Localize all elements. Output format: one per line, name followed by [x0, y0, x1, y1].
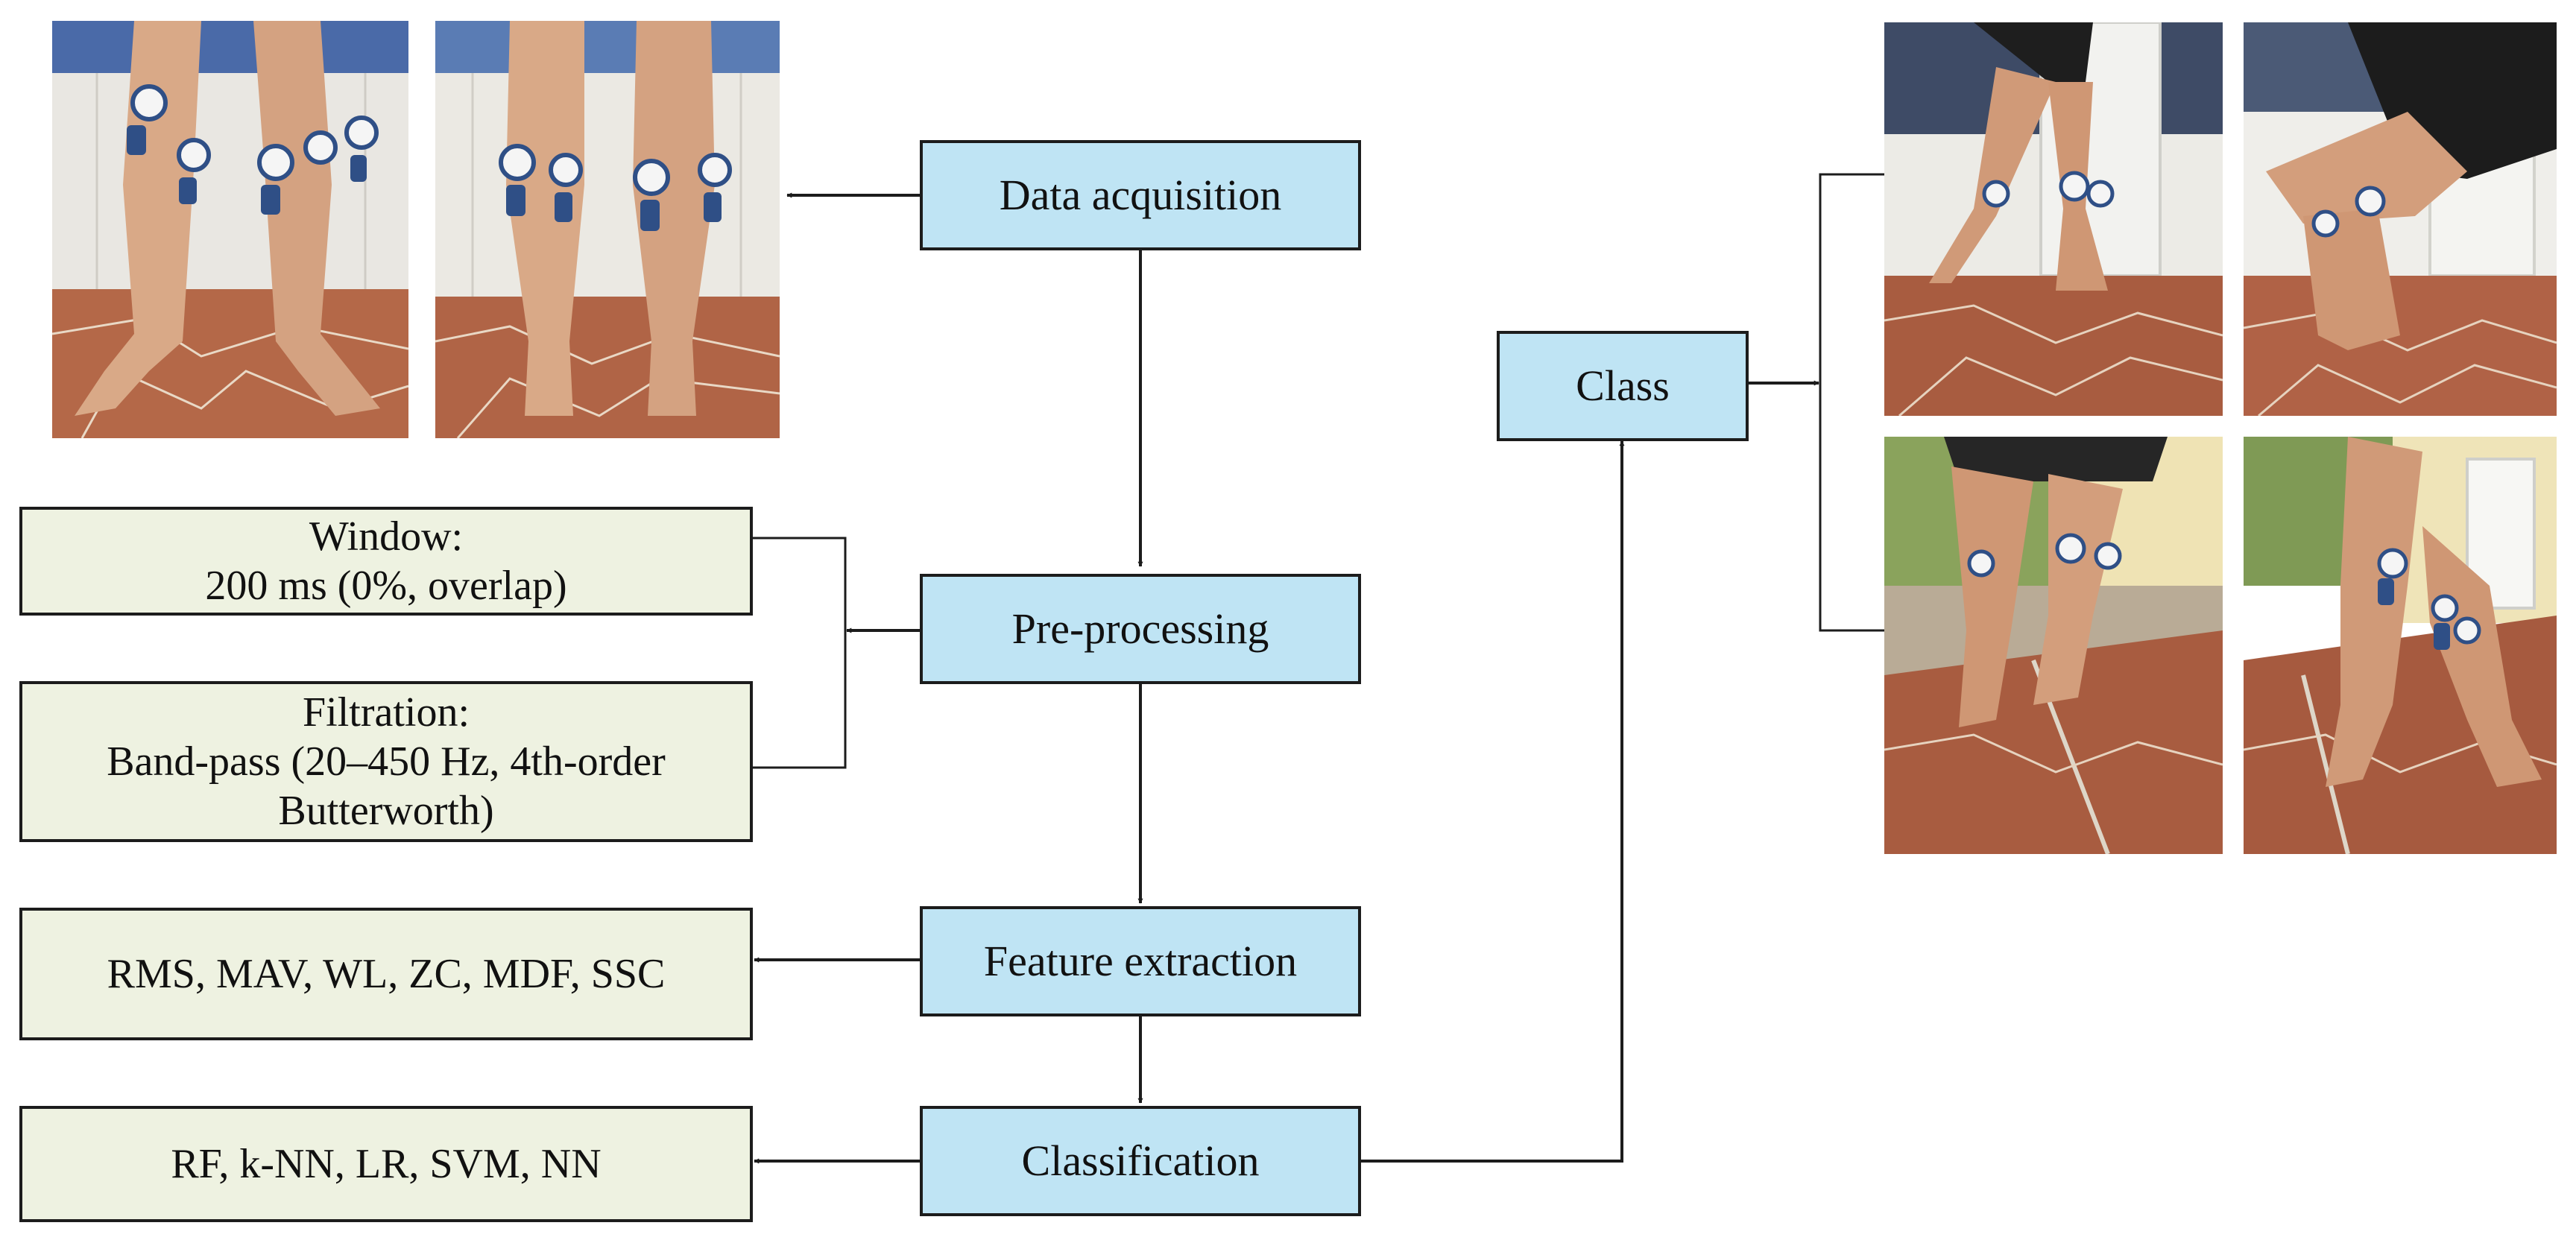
- walking-photo: [1884, 22, 2223, 416]
- feature-extraction-label: Feature extraction: [983, 936, 1298, 985]
- window-detail-box: Window: 200 ms (0%, overlap): [19, 507, 753, 616]
- feature-extraction-box: Feature extraction: [920, 906, 1361, 1016]
- classification-box: Classification: [920, 1106, 1361, 1216]
- pre-processing-box: Pre-processing: [920, 574, 1361, 684]
- filtration-value-line1: Band-pass (20–450 Hz, 4th-order: [107, 738, 666, 785]
- pre-processing-label: Pre-processing: [1011, 604, 1269, 653]
- arrow-classification-to-class: [1361, 440, 1625, 1163]
- bracket-preprocessing-details: [753, 537, 847, 769]
- front-view-legs-photo: [52, 21, 408, 438]
- bracket-class-photos: [1819, 173, 1884, 632]
- stairs-down-photo: [2244, 437, 2557, 854]
- data-acquisition-label: Data acquisition: [999, 170, 1282, 219]
- squat-photo: [2244, 22, 2557, 416]
- class-box: Class: [1497, 331, 1749, 441]
- features-list-text: RMS, MAV, WL, ZC, MDF, SSC: [107, 950, 666, 997]
- data-acquisition-box: Data acquisition: [920, 140, 1361, 250]
- classifiers-list-box: RF, k-NN, LR, SVM, NN: [19, 1106, 753, 1222]
- filtration-title: Filtration:: [303, 689, 470, 736]
- window-value: 200 ms (0%, overlap): [205, 563, 567, 609]
- features-list-box: RMS, MAV, WL, ZC, MDF, SSC: [19, 908, 753, 1040]
- classifiers-list-text: RF, k-NN, LR, SVM, NN: [171, 1140, 602, 1187]
- filtration-value-line2: Butterworth): [278, 788, 494, 835]
- filtration-detail-box: Filtration: Band-pass (20–450 Hz, 4th-or…: [19, 681, 753, 842]
- window-title: Window:: [309, 513, 464, 560]
- classification-label: Classification: [1021, 1136, 1260, 1185]
- back-view-legs-photo: [435, 21, 780, 438]
- class-label: Class: [1576, 361, 1670, 410]
- stairs-up-photo: [1884, 437, 2223, 854]
